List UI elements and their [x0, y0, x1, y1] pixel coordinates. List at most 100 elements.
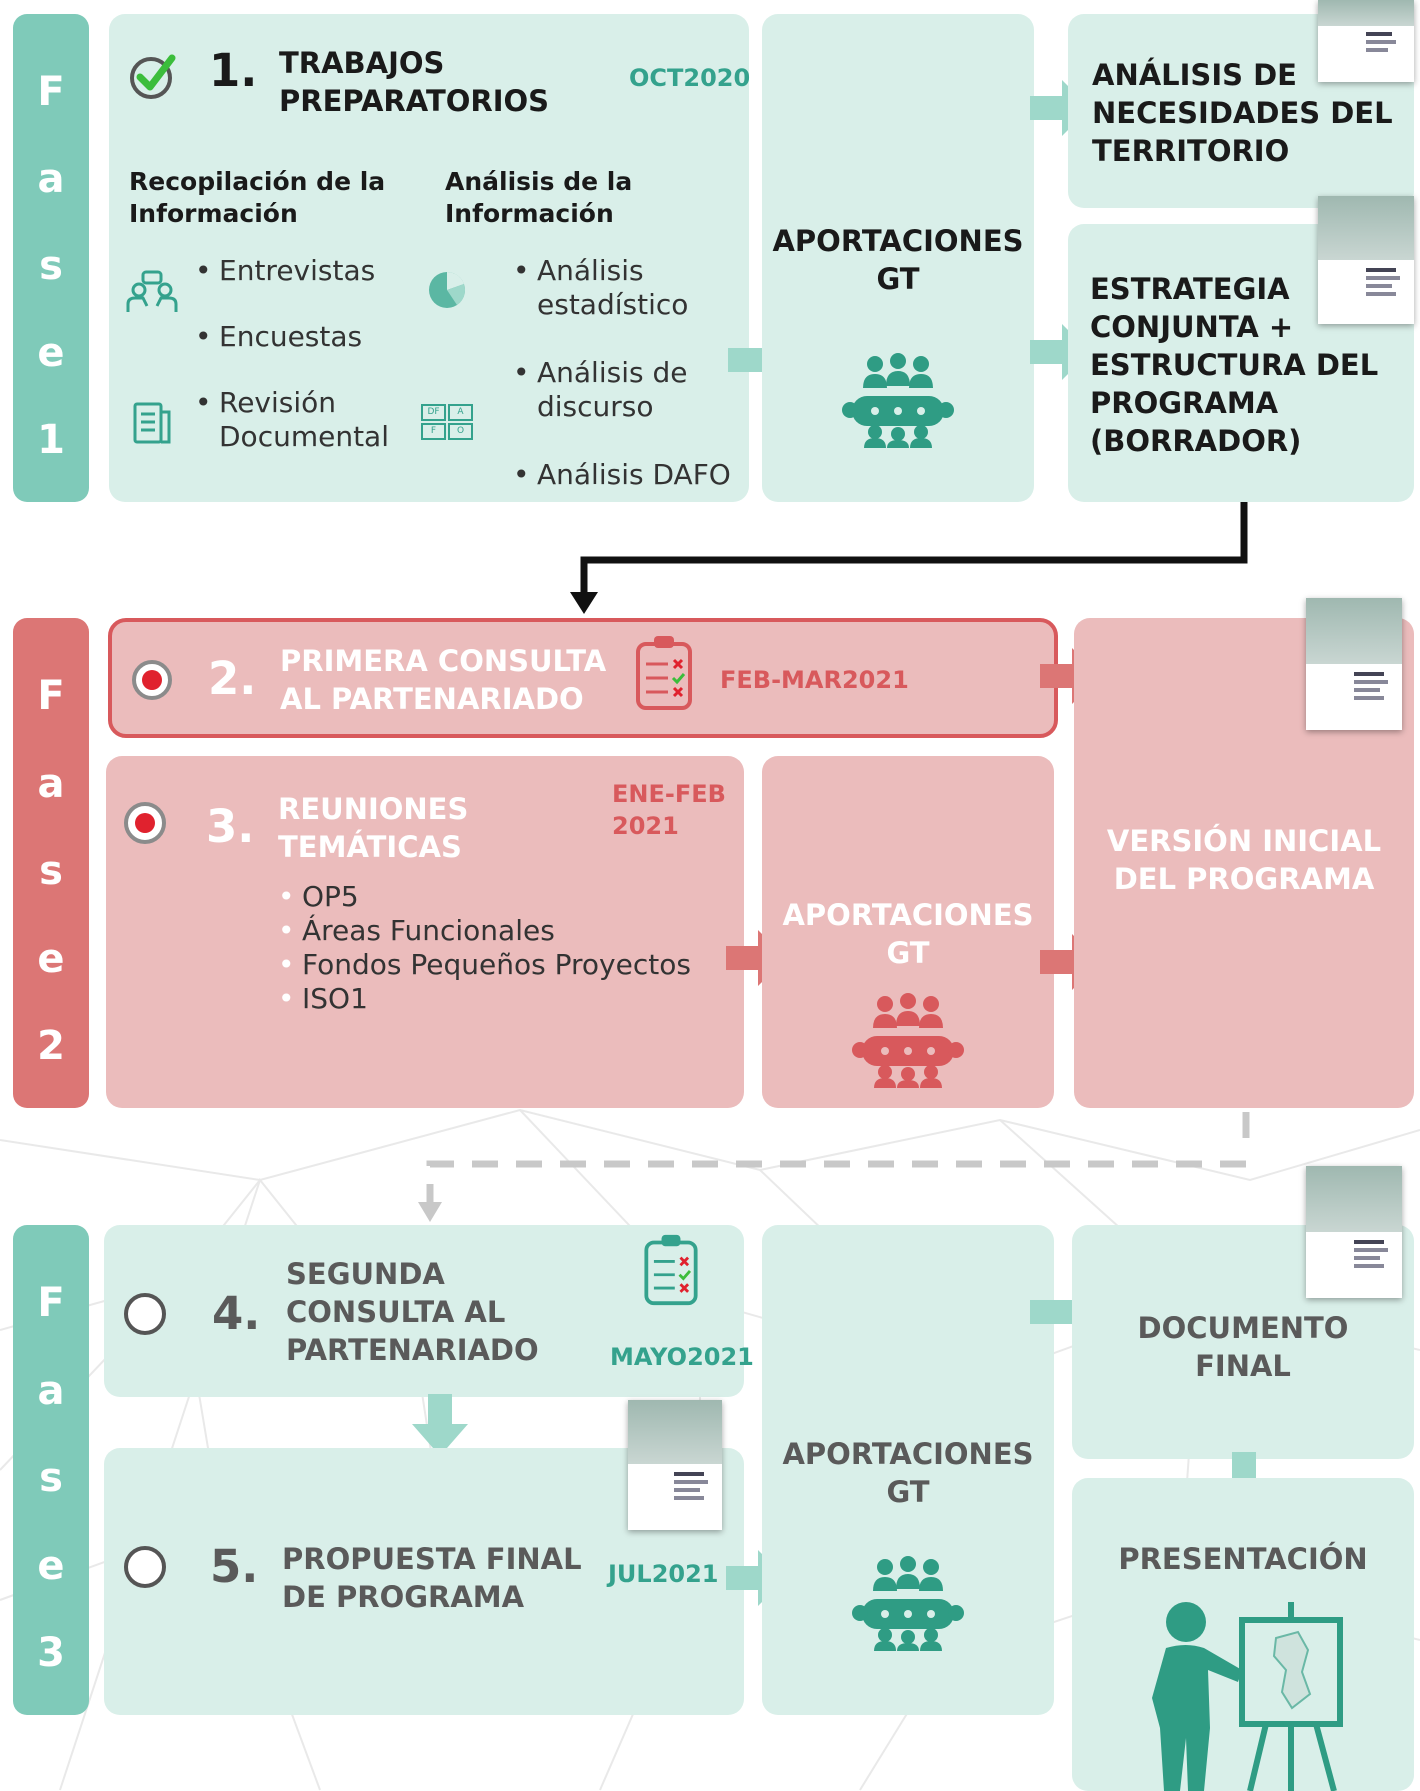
aportaciones-gt-box-2: APORTACIONES GT [762, 756, 1054, 1108]
analysis-heading-line: Información [445, 199, 614, 228]
step-5-title: PROPUESTA FINAL DE PROGRAMA [282, 1540, 582, 1616]
step-2-title-line: PRIMERA CONSULTA [280, 644, 607, 678]
aportaciones-gt-box-1: APORTACIONES GT [762, 14, 1034, 502]
step-3-date: ENE-FEB 2021 [612, 778, 726, 842]
aportaciones-line: APORTACIONES [782, 898, 1034, 932]
needs-analysis-line: TERRITORIO [1092, 134, 1290, 168]
status-radio-pending [124, 1546, 166, 1588]
phase-2-letter: e [37, 935, 65, 982]
list-item-label: ISO1 [302, 982, 368, 1015]
interview-people-icon [126, 270, 178, 312]
step-4-title-line: SEGUNDA [286, 1257, 445, 1291]
step-3-date-line: 2021 [612, 812, 679, 840]
phase-2-letter: a [37, 760, 65, 807]
phase-3-letter: a [37, 1367, 65, 1414]
final-document-line: DOCUMENTO [1137, 1311, 1349, 1345]
aportaciones-line: GT [886, 936, 930, 970]
analysis-list: Análisis estadístico Análisis de discurs… [513, 254, 743, 492]
phase-3-letter: F [37, 1280, 65, 1326]
final-document-line: FINAL [1195, 1349, 1291, 1383]
list-item: Análisis DAFO [513, 458, 743, 492]
strategy-line: (BORRADOR) [1090, 424, 1302, 458]
list-item-label: discurso [537, 390, 654, 423]
step-1-date: OCT2020 [629, 64, 751, 92]
aportaciones-line: GT [886, 1475, 930, 1509]
step-1-card: 1. TRABAJOS PREPARATORIOS OCT2020 Recopi… [109, 14, 751, 502]
phase-2-number: 2 [37, 1023, 65, 1069]
phase-1-number: 1 [37, 417, 65, 463]
status-radio-active [124, 802, 166, 844]
phase-1-letter: a [37, 156, 65, 202]
aportaciones-gt-label: APORTACIONES GT [772, 222, 1023, 298]
document-thumbnail-icon [1318, 196, 1414, 324]
list-item-label: OP5 [302, 880, 359, 913]
phase-3-letter: e [37, 1542, 65, 1589]
phase-connector-arrow [570, 502, 1248, 614]
phase-1-bar: F a s e 1 [13, 14, 89, 502]
presenter-easel-icon [1152, 1602, 1343, 1791]
step-4-date: MAYO2021 [610, 1343, 754, 1371]
initial-version-title: VERSIÓN INICIAL DEL PROGRAMA [1074, 822, 1414, 898]
strategy-title: ESTRATEGIA CONJUNTA + ESTRUCTURA DEL PRO… [1090, 270, 1378, 460]
document-thumbnail-icon [1306, 598, 1402, 730]
aportaciones-line: APORTACIONES [782, 1437, 1034, 1471]
step-1-number: 1. [209, 44, 258, 97]
check-circle-icon [130, 54, 176, 99]
list-item-label: Análisis de [537, 356, 688, 389]
phase-3-letter: s [39, 1455, 63, 1501]
list-item: OP5 [278, 880, 738, 914]
step-2-title-line: AL PARTENARIADO [280, 682, 584, 716]
dafo-cell: DF [421, 404, 446, 421]
collection-heading-line: Recopilación de la [129, 167, 386, 196]
phase-3-bar: F a s e 3 [13, 1225, 89, 1715]
needs-analysis-line: NECESIDADES DEL [1092, 96, 1393, 130]
step-5-title-line: PROPUESTA FINAL [282, 1542, 582, 1576]
list-item-label: Áreas Funcionales [302, 914, 555, 947]
step-3-number: 3. [206, 800, 255, 853]
list-item: ISO1 [278, 982, 738, 1016]
list-item: Análisis de discurso [513, 356, 743, 424]
dafo-cell: A [448, 404, 473, 421]
phase-1-letter: s [39, 243, 63, 289]
strategy-line: PROGRAMA [1090, 386, 1279, 420]
step-4-title-line: CONSULTA AL [286, 1295, 506, 1329]
document-thumbnail-icon [1318, 0, 1414, 82]
presentation-box: PRESENTACIÓN [1072, 1478, 1414, 1791]
dafo-cell: F [421, 423, 446, 440]
list-item: Áreas Funcionales [278, 914, 738, 948]
step-1-title-line: TRABAJOS [279, 46, 445, 80]
step-5-card: 5. PROPUESTA FINAL DE PROGRAMA JUL2021 [104, 1448, 744, 1715]
meeting-table-icon [852, 993, 964, 1088]
thematic-meetings-list: OP5 Áreas Funcionales Fondos Pequeños Pr… [278, 880, 738, 1016]
strategy-line: CONJUNTA + [1090, 310, 1294, 344]
analysis-heading-line: Análisis de la [445, 167, 633, 196]
step-3-date-line: ENE-FEB [612, 780, 726, 808]
phase-2-bar: F a s e 2 [13, 618, 89, 1108]
status-radio-pending [124, 1293, 166, 1335]
initial-version-line: DEL PROGRAMA [1113, 862, 1375, 896]
list-item: Encuestas [195, 320, 445, 354]
document-review-icon [133, 402, 171, 444]
step-2-card: 2. PRIMERA CONSULTA AL PARTENARIADO FEB-… [108, 618, 1058, 738]
final-document-title: DOCUMENTO FINAL [1072, 1309, 1414, 1385]
list-item: Análisis estadístico [513, 254, 743, 322]
aportaciones-gt-label: APORTACIONES GT [782, 1435, 1033, 1511]
list-item-label: Análisis [537, 254, 644, 287]
document-thumbnail-icon [628, 1400, 722, 1530]
step-4-title: SEGUNDA CONSULTA AL PARTENARIADO [286, 1255, 539, 1369]
step-3-card: 3. REUNIONES TEMÁTICAS ENE-FEB 2021 OP5 … [106, 756, 744, 1108]
list-item-label: Documental [219, 420, 389, 453]
presentation-title: PRESENTACIÓN [1118, 1542, 1368, 1576]
phase-2-letter: s [39, 848, 63, 894]
step-3-title-line: REUNIONES [278, 792, 469, 826]
step-4-title-line: PARTENARIADO [286, 1333, 539, 1367]
clipboard-checklist-icon [636, 636, 692, 710]
step-3-title: REUNIONES TEMÁTICAS [278, 790, 468, 866]
strategy-line: ESTRUCTURA DEL [1090, 348, 1379, 382]
list-item: Revisión Documental [195, 386, 445, 454]
list-item: Fondos Pequeños Proyectos [278, 948, 738, 982]
list-item-label: Entrevistas [219, 254, 376, 287]
step-2-number: 2. [208, 652, 257, 705]
list-item-label: Revisión [219, 386, 337, 419]
aportaciones-line: APORTACIONES [772, 224, 1024, 258]
